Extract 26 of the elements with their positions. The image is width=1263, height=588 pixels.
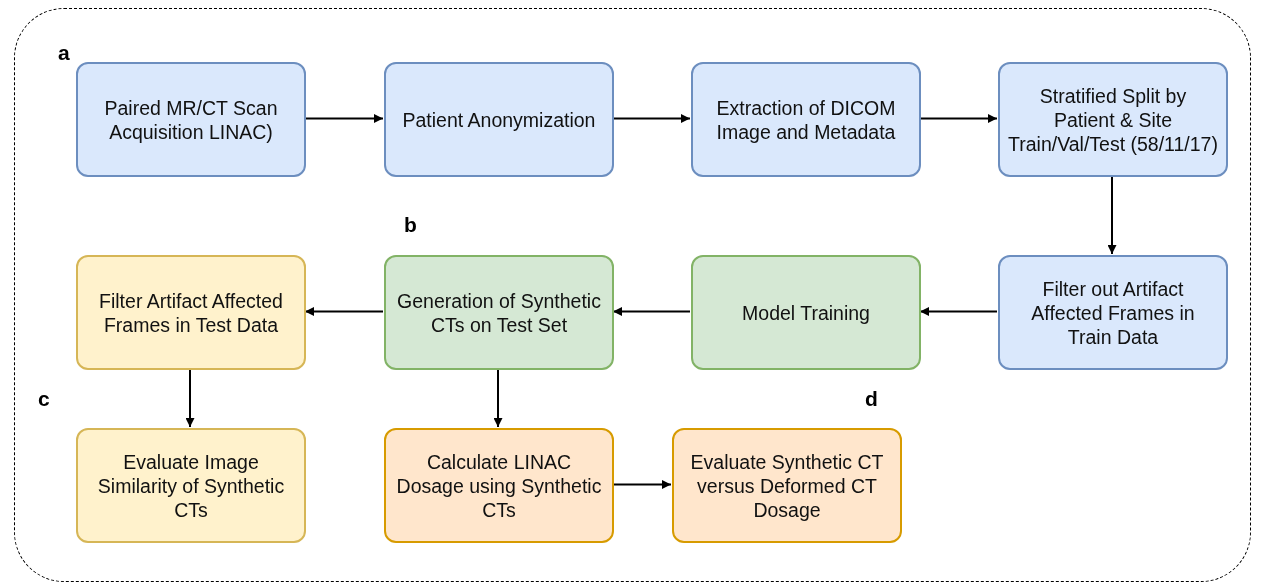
dashed-frame [14, 8, 1251, 582]
process-box: Paired MR/CT Scan Acquisition LINAC) [76, 62, 306, 177]
process-box: Evaluate Image Similarity of Synthetic CTs [76, 428, 306, 543]
arrow [304, 307, 384, 316]
process-box: Generation of Synthetic CTs on Test Set [384, 255, 614, 370]
arrow [612, 114, 691, 123]
process-box: Evaluate Synthetic CT versus Deformed CT Dosage [672, 428, 902, 543]
panel-letter: b [404, 213, 417, 237]
process-box: Extraction of DICOM Image and Metadata [691, 62, 921, 177]
arrow [919, 114, 998, 123]
arrow [919, 307, 998, 316]
process-box: Model Training [691, 255, 921, 370]
arrow [304, 114, 384, 123]
arrow [1107, 175, 1117, 255]
panel-letter: d [865, 387, 878, 411]
arrow [612, 480, 672, 489]
process-box: Calculate LINAC Dosage using Synthetic CTs [384, 428, 614, 543]
process-box: Filter Artifact Affected Frames in Test Data [76, 255, 306, 370]
process-box: Filter out Artifact Affected Frames in Train Data [998, 255, 1228, 370]
arrow [493, 368, 503, 428]
arrow [185, 368, 195, 428]
panel-letter: a [58, 41, 70, 65]
arrow [612, 307, 691, 316]
process-box: Stratified Split by Patient & Site Train/Val/Test (58/11/17) [998, 62, 1228, 177]
panel-letter: c [38, 387, 50, 411]
process-box: Patient Anonymization [384, 62, 614, 177]
